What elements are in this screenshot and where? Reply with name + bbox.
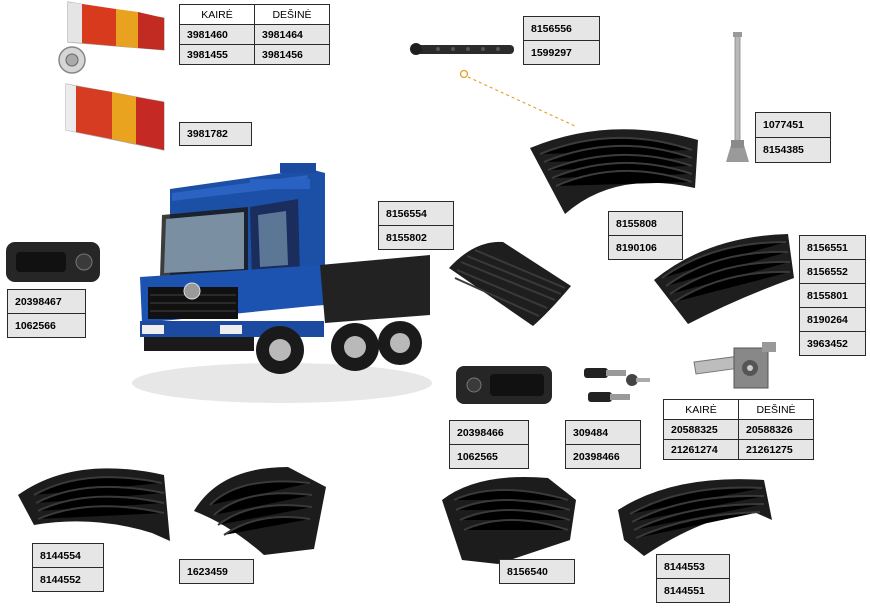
part-number: 20398466: [449, 420, 529, 445]
part-number: 3981460: [179, 24, 255, 45]
fender-image: [614, 470, 776, 558]
part-number: 20588326: [738, 419, 814, 440]
part-number: 3963452: [799, 331, 866, 356]
part-number: 3981455: [179, 44, 255, 65]
mudguard-image: [445, 240, 575, 328]
door-handle-image: [454, 364, 554, 406]
door-handle-image: [4, 240, 104, 284]
part-number: 8156554: [378, 201, 454, 226]
tail-lamp-image: [56, 0, 176, 75]
part-number: 1599297: [523, 40, 600, 65]
part-label-fender: 8156540: [499, 559, 575, 584]
part-number: 8144551: [656, 578, 730, 603]
part-number: 1077451: [755, 112, 831, 138]
part-number: 8144553: [656, 554, 730, 579]
rod-bracket-image: [722, 30, 752, 165]
rubber-strap-image: [408, 36, 518, 62]
part-number: 1623459: [179, 559, 254, 584]
part-number: 20398467: [7, 289, 86, 314]
part-label-mudguard: 8156554 8155802: [378, 201, 454, 250]
door-locks-table: KAIRĖ DEŠINĖ 20588325 20588326 21261274 …: [663, 399, 814, 460]
part-number: 8155808: [608, 211, 683, 236]
part-label-rod: 1077451 8154385: [755, 112, 831, 163]
leader-line: [455, 66, 580, 131]
fender-image: [438, 470, 580, 566]
mudguard-image: [648, 228, 796, 326]
part-number: 8156551: [799, 235, 866, 260]
part-label-key-set: 309484 20398466: [565, 420, 641, 469]
part-number: 3981782: [179, 122, 252, 146]
part-number: 8154385: [755, 137, 831, 163]
header-left: KAIRĖ: [663, 399, 739, 420]
key-set-image: [580, 362, 652, 410]
part-label-mudguard: 8156551 8156552 8155801 8190264 3963452: [799, 235, 866, 356]
part-number: 8156552: [799, 259, 866, 284]
part-number: 8144554: [32, 543, 104, 568]
part-number: 1062565: [449, 444, 529, 469]
part-number: 21261275: [738, 439, 814, 460]
part-number: 3981464: [254, 24, 330, 45]
tail-lamps-table: KAIRĖ DEŠINĖ 3981460 3981464 3981455 398…: [179, 4, 330, 65]
truck-image: [130, 155, 435, 405]
part-label-handle: 20398466 1062565: [449, 420, 529, 469]
part-label-tail-lamp: 3981782: [179, 122, 252, 146]
part-number: 21261274: [663, 439, 739, 460]
header-right: DEŠINĖ: [254, 4, 330, 25]
part-label-fender: 1623459: [179, 559, 254, 584]
part-number: 8156556: [523, 16, 600, 41]
fender-image: [190, 465, 330, 557]
part-number: 8190264: [799, 307, 866, 332]
part-number: 8155802: [378, 225, 454, 250]
part-label-handle: 20398467 1062566: [7, 289, 86, 338]
part-label-mudguard: 8155808 8190106: [608, 211, 683, 260]
mudguard-image: [520, 110, 705, 220]
part-label-fender: 8144553 8144551: [656, 554, 730, 603]
part-number: 8156540: [499, 559, 575, 584]
part-number: 20588325: [663, 419, 739, 440]
part-number: 1062566: [7, 313, 86, 338]
header-left: KAIRĖ: [179, 4, 255, 25]
part-number: 8155801: [799, 283, 866, 308]
part-number: 309484: [565, 420, 641, 445]
fender-image: [14, 455, 174, 545]
part-number: 8190106: [608, 235, 683, 260]
header-right: DEŠINĖ: [738, 399, 814, 420]
part-number: 3981456: [254, 44, 330, 65]
door-lock-image: [690, 338, 782, 394]
part-number: 20398466: [565, 444, 641, 469]
part-label-strap: 8156556 1599297: [523, 16, 600, 65]
part-number: 8144552: [32, 567, 104, 592]
part-label-fender: 8144554 8144552: [32, 543, 104, 592]
tail-lamp-image: [62, 82, 168, 154]
